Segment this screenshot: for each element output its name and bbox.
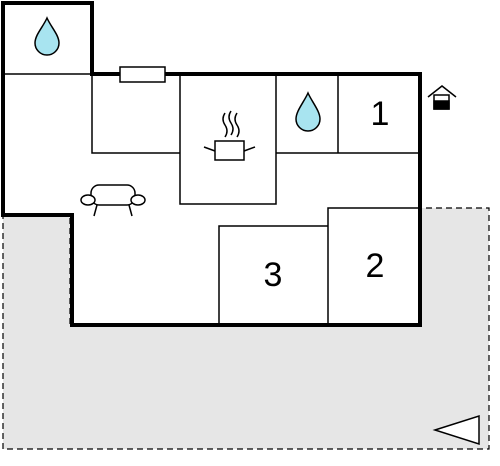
room-number-3: 3 bbox=[264, 256, 283, 294]
north-arrow-icon bbox=[432, 414, 480, 446]
shower-water-drop-icon bbox=[295, 91, 321, 132]
interior-walls bbox=[3, 73, 420, 325]
window-icon bbox=[119, 66, 166, 83]
bathroom-water-drop-icon bbox=[34, 16, 60, 56]
house-outer-wall bbox=[1, 1, 422, 327]
room-number-1: 1 bbox=[371, 95, 390, 133]
kitchen-pot-icon bbox=[203, 110, 256, 161]
entrance-house-icon bbox=[427, 85, 457, 110]
room-number-2: 2 bbox=[366, 247, 385, 285]
living-room-sofa-icon bbox=[80, 184, 146, 217]
